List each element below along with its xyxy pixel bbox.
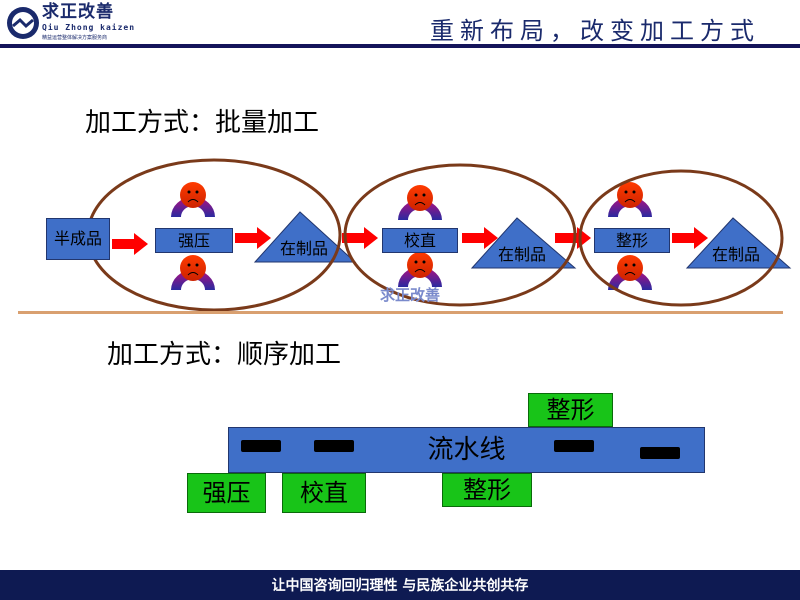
step-box-straighten: 校直 bbox=[382, 228, 458, 253]
flow-line: 流水线 bbox=[228, 427, 705, 473]
batch-heading: 加工方式：批量加工 bbox=[85, 108, 320, 138]
logo-name: 求正改善 bbox=[42, 2, 114, 22]
station-press: 强压 bbox=[187, 473, 266, 513]
step-box-shape: 整形 bbox=[594, 228, 670, 253]
step-box-press: 强压 bbox=[155, 228, 233, 253]
logo-emblem-icon bbox=[7, 7, 39, 39]
footer-slogan: 让中国咨询回归理性 与民族企业共创共存 bbox=[0, 570, 800, 600]
slide-title: 重新布局，改变加工方式 bbox=[430, 17, 760, 45]
wip-label: 在制品 bbox=[280, 239, 329, 258]
station-shape-bottom: 整形 bbox=[442, 473, 532, 507]
sequence-heading: 加工方式：顺序加工 bbox=[107, 340, 342, 370]
station-straighten: 校直 bbox=[282, 473, 366, 513]
logo-pinyin: Qiu Zhong kaizen bbox=[42, 23, 136, 32]
wip-label: 在制品 bbox=[498, 245, 547, 264]
flow-line-label: 流水线 bbox=[427, 435, 506, 465]
slot bbox=[241, 440, 281, 452]
slot bbox=[554, 440, 594, 452]
batch-diagram bbox=[18, 158, 792, 314]
station-shape-top: 整形 bbox=[528, 393, 613, 427]
slot bbox=[640, 447, 680, 459]
slot bbox=[314, 440, 354, 452]
wip-label: 在制品 bbox=[712, 245, 761, 264]
watermark-name: 求正改善 bbox=[380, 286, 441, 304]
logo-tagline: 精益运营整体解决方案服务商 bbox=[42, 35, 108, 41]
header-divider bbox=[0, 44, 800, 48]
input-box-semi-finished: 半成品 bbox=[46, 218, 110, 260]
